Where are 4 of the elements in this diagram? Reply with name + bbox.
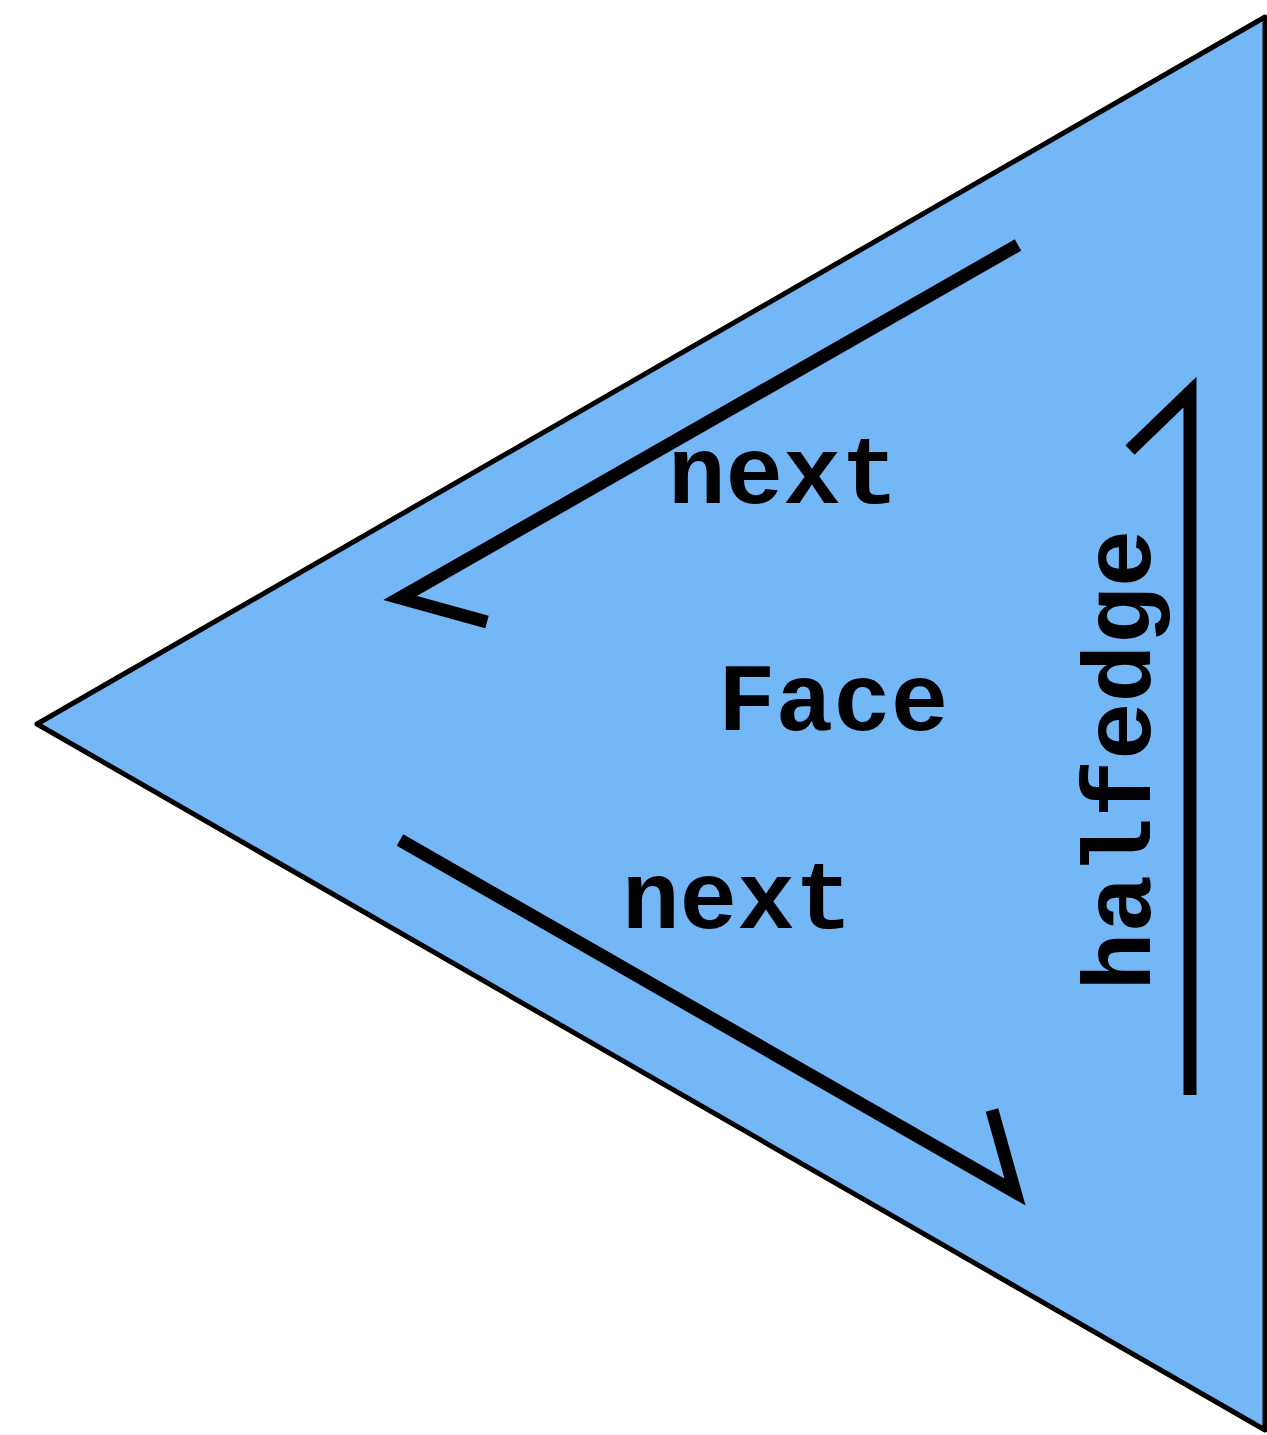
- arrow-label: next: [668, 430, 899, 526]
- arrow-label: next: [622, 855, 853, 951]
- arrow-label: halfedge: [1077, 529, 1173, 991]
- face-label: Face: [718, 657, 949, 753]
